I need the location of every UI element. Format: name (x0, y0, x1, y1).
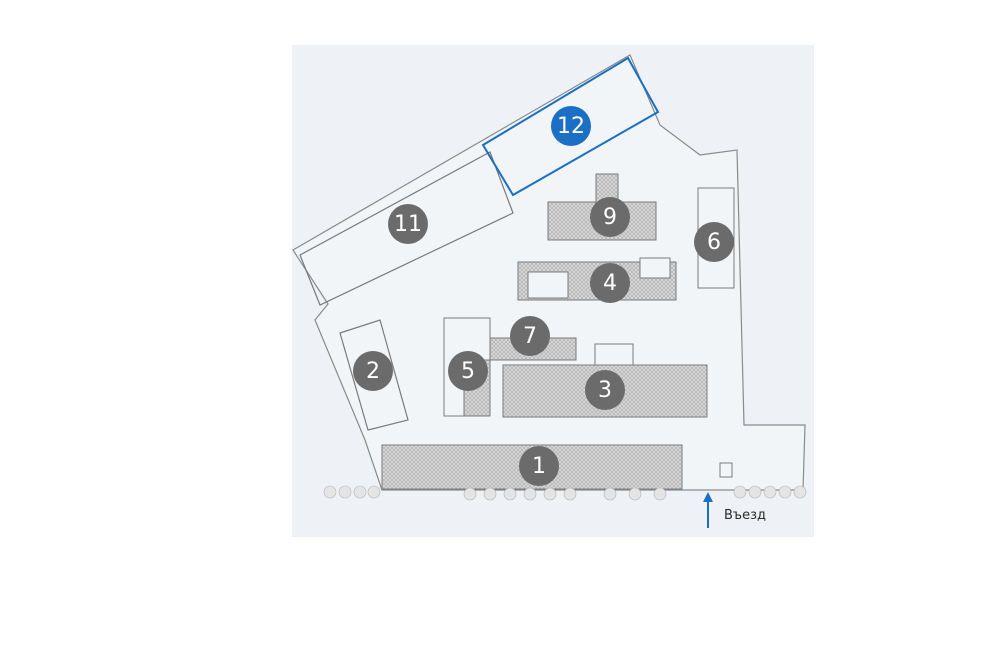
marker-building-4[interactable]: 4 (590, 263, 630, 303)
checkpoint (719, 462, 733, 478)
tree-row (323, 485, 807, 501)
entrance-arrow-icon (703, 492, 713, 502)
marker-building-9[interactable]: 9 (590, 197, 630, 237)
marker-building-5[interactable]: 5 (448, 351, 488, 391)
building-11[interactable] (299, 151, 514, 306)
building-4-annex-2 (639, 257, 671, 279)
marker-building-6[interactable]: 6 (694, 222, 734, 262)
marker-building-3[interactable]: 3 (585, 370, 625, 410)
marker-building-1[interactable]: 1 (519, 446, 559, 486)
building-12[interactable] (481, 56, 660, 197)
marker-building-2[interactable]: 2 (353, 351, 393, 391)
marker-building-7[interactable]: 7 (510, 316, 550, 356)
entrance-label: Въезд (724, 508, 767, 523)
marker-building-12[interactable]: 12 (551, 106, 591, 146)
marker-building-11[interactable]: 11 (388, 204, 428, 244)
building-4-annex (527, 271, 569, 299)
utility-block (594, 343, 634, 367)
